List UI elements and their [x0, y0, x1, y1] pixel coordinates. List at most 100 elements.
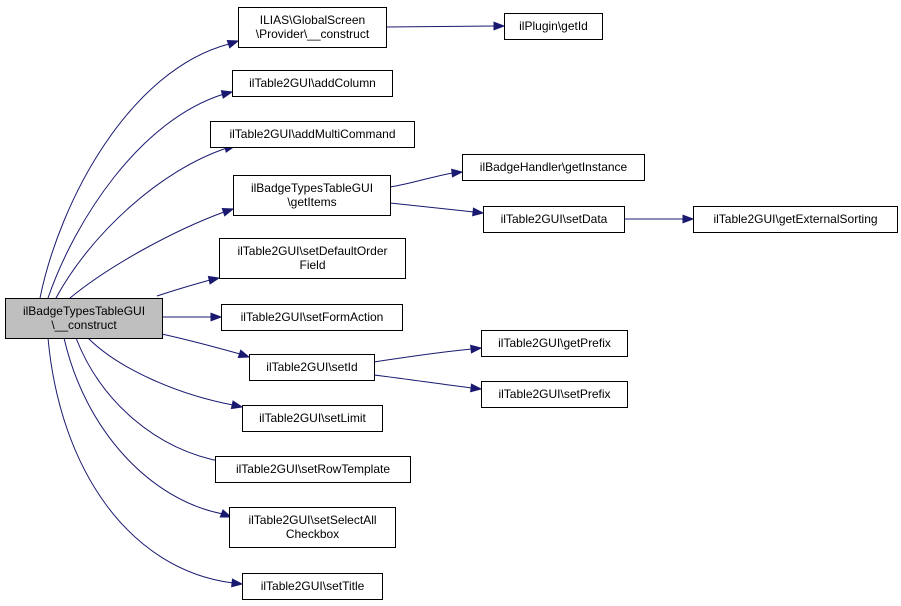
arrowhead	[220, 90, 234, 99]
node-label-line: ILIAS\GlobalScreen	[260, 13, 365, 27]
edge-line	[385, 25, 496, 28]
arrowhead	[472, 207, 485, 217]
arrowhead	[207, 275, 221, 285]
node-label-line: ilTable2GUI\setId	[266, 360, 357, 374]
node-label-line: Checkbox	[286, 527, 339, 541]
edge-line	[39, 43, 230, 299]
node-box	[229, 507, 396, 548]
node-box	[242, 573, 383, 600]
edge-root-to-n11	[156, 332, 251, 358]
edge-n5-to-n7	[389, 202, 485, 217]
arrowhead	[219, 509, 233, 518]
node-label-line: ilTable2GUI\setRowTemplate	[236, 462, 390, 476]
edge-root-to-n1	[39, 40, 240, 299]
node-box	[693, 206, 898, 233]
arrowhead	[226, 40, 240, 49]
edge-line	[69, 211, 225, 299]
arrowhead	[682, 214, 695, 224]
node-box	[5, 298, 163, 339]
node-il-table2-gui-set-limit[interactable]: ilTable2GUI\setLimit	[242, 405, 383, 432]
node-label-line: ilTable2GUI\setData	[501, 212, 608, 226]
node-label-line: ilTable2GUI\setPrefix	[498, 387, 610, 401]
node-il-badge-types-table-gui-get-items[interactable]: ilBadgeTypesTableGUI\getItems	[233, 175, 391, 216]
arrowhead	[221, 208, 235, 217]
edge-line	[47, 337, 234, 584]
edge-root-to-n5	[69, 208, 235, 299]
edge-root-to-n9	[156, 275, 221, 297]
node-il-badge-types-table-gui-construct[interactable]: ilBadgeTypesTableGUI\__construct	[5, 298, 163, 339]
node-box	[215, 456, 411, 483]
edge-root-to-n4	[55, 144, 237, 299]
node-box	[504, 13, 603, 40]
node-box	[233, 175, 391, 216]
node-box	[210, 121, 415, 148]
node-il-table2-gui-set-title[interactable]: ilTable2GUI\setTitle	[242, 573, 383, 600]
node-il-table2-gui-get-external-sorting[interactable]: ilTable2GUI\getExternalSorting	[693, 206, 898, 233]
node-il-table2-gui-set-form-action[interactable]: ilTable2GUI\setFormAction	[221, 304, 403, 331]
edge-n11-to-n12	[373, 344, 483, 363]
node-box	[232, 70, 393, 97]
node-label-line: ilTable2GUI\getPrefix	[498, 336, 611, 350]
node-label-line: ilBadgeTypesTableGUI	[251, 181, 373, 195]
node-label-line: \__construct	[51, 318, 117, 332]
arrowhead	[451, 168, 464, 178]
node-il-table2-gui-set-prefix[interactable]: ilTable2GUI\setPrefix	[481, 381, 628, 408]
arrowhead	[237, 349, 251, 358]
edge-root-to-n17	[47, 337, 244, 588]
arrowhead	[470, 383, 483, 393]
edge-root-to-n16	[63, 337, 233, 518]
edge-line	[156, 279, 211, 297]
node-label-line: ilBadgeTypesTableGUI	[23, 304, 145, 318]
node-box	[238, 7, 387, 48]
node-il-table2-gui-set-id[interactable]: ilTable2GUI\setId	[249, 354, 375, 381]
node-label-line: ilTable2GUI\setLimit	[259, 411, 366, 425]
edge-root-to-n10	[157, 312, 223, 322]
node-label-line: ilTable2GUI\setTitle	[261, 579, 365, 593]
edge-line	[156, 332, 241, 355]
node-label-line: ilTable2GUI\setDefaultOrder	[237, 244, 387, 258]
node-il-table2-gui-add-column[interactable]: ilTable2GUI\addColumn	[232, 70, 393, 97]
node-label-line: ilTable2GUI\getExternalSorting	[713, 212, 877, 226]
edge-line	[373, 348, 473, 363]
edge-line	[373, 374, 473, 389]
node-il-plugin-get-id[interactable]: ilPlugin\getId	[504, 13, 603, 40]
node-label-line: ilTable2GUI\setFormAction	[241, 310, 384, 324]
node-label-line: Field	[299, 258, 325, 272]
node-il-table2-gui-set-row-template[interactable]: ilTable2GUI\setRowTemplate	[215, 456, 411, 483]
node-label-line: \getItems	[287, 195, 336, 209]
node-box	[481, 381, 628, 408]
nodes-layer: ilBadgeTypesTableGUI\__constructILIAS\Gl…	[5, 7, 898, 600]
node-box	[483, 206, 625, 233]
arrowhead	[470, 344, 483, 354]
node-il-badge-handler-get-instance[interactable]: ilBadgeHandler\getInstance	[462, 154, 645, 181]
edge-line	[389, 202, 475, 213]
edge-n1-to-n2	[385, 21, 506, 31]
arrowhead	[493, 21, 506, 31]
node-il-table2-gui-get-prefix[interactable]: ilTable2GUI\getPrefix	[481, 330, 628, 357]
arrowhead	[230, 400, 244, 410]
node-label-line: ilTable2GUI\addMultiCommand	[229, 127, 395, 141]
edge-line	[47, 93, 225, 299]
node-label-line: ilTable2GUI\setSelectAll	[248, 513, 376, 527]
edge-line	[63, 337, 224, 515]
edge-n7-to-n8	[624, 214, 695, 224]
node-label-line: ilPlugin\getId	[519, 19, 588, 33]
node-ilias-global-screen-provider-construct[interactable]: ILIAS\GlobalScreen\Provider\__construct	[238, 7, 387, 48]
node-il-table2-gui-set-data[interactable]: ilTable2GUI\setData	[483, 206, 625, 233]
edge-n11-to-n13	[373, 374, 483, 393]
edge-root-to-n14	[87, 337, 244, 410]
node-box	[249, 354, 375, 381]
edge-n5-to-n6	[389, 168, 464, 188]
node-label-line: ilBadgeHandler\getInstance	[480, 160, 628, 174]
node-label-line: ilTable2GUI\addColumn	[249, 76, 376, 90]
edge-root-to-n3	[47, 90, 234, 299]
arrowhead	[231, 578, 244, 588]
edge-line	[389, 172, 454, 188]
edge-line	[75, 337, 225, 463]
node-il-table2-gui-add-multi-command[interactable]: ilTable2GUI\addMultiCommand	[210, 121, 415, 148]
edge-root-to-n15	[75, 337, 234, 466]
node-box	[219, 238, 406, 279]
